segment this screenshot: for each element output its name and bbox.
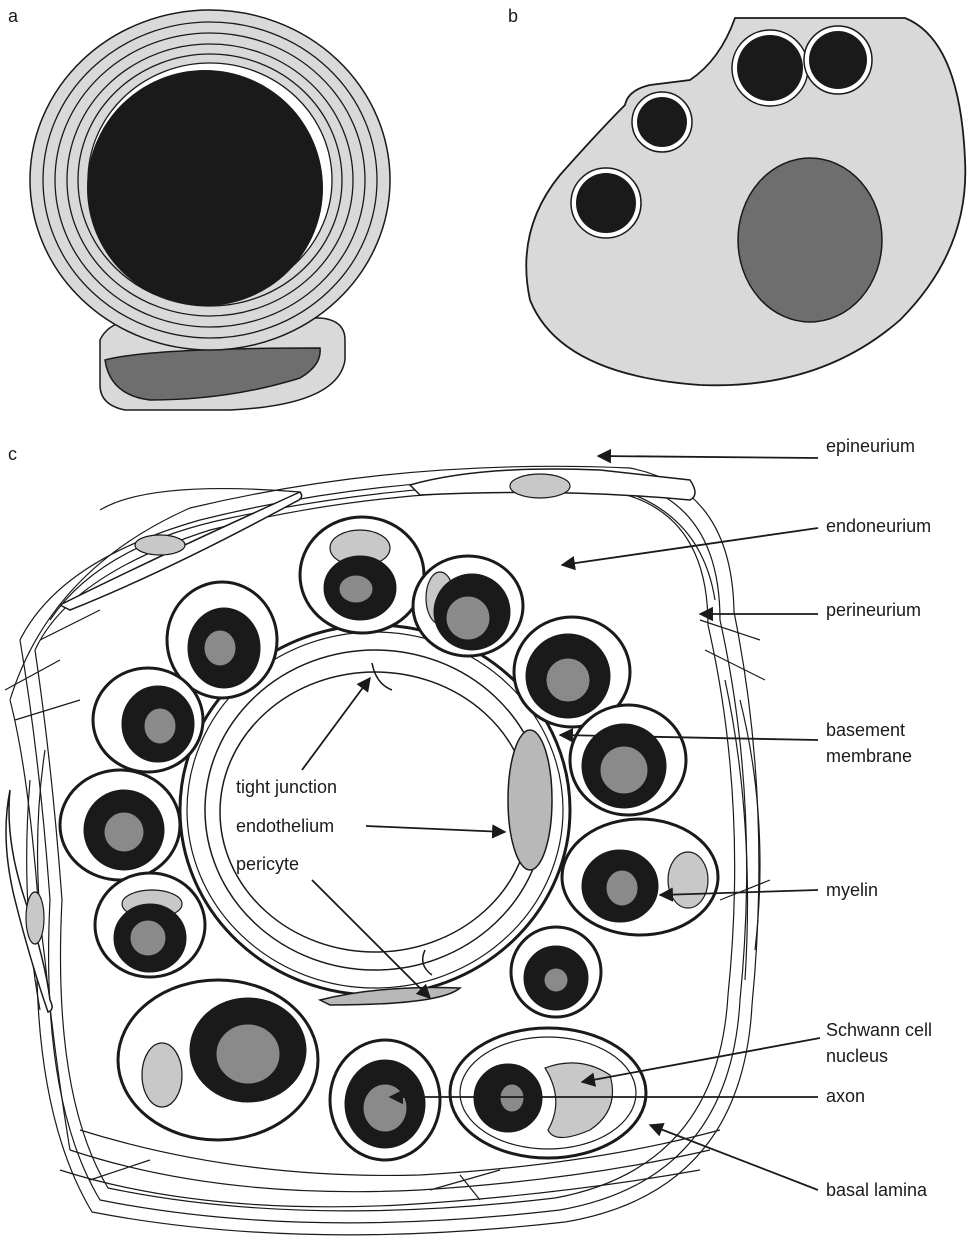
panel-a-myelinated-fiber	[30, 10, 390, 410]
label-schwann-cell: Schwann cell	[826, 1020, 932, 1040]
axon-b-4	[576, 173, 636, 233]
panel-b-unmyelinated-fiber	[526, 18, 965, 385]
axon-b-3	[637, 97, 687, 147]
label-basal-lamina: basal lamina	[826, 1180, 928, 1200]
label-basement: basement	[826, 720, 905, 740]
panel-label-a: a	[8, 6, 19, 26]
axon-a	[87, 70, 323, 306]
axon-b-1	[737, 35, 803, 101]
label-axon: axon	[826, 1086, 865, 1106]
endothelial-nucleus	[508, 730, 552, 870]
panel-label-b: b	[508, 6, 518, 26]
label-perineurium: perineurium	[826, 600, 921, 620]
label-pericyte: pericyte	[236, 854, 299, 874]
axon-b-2	[809, 31, 867, 89]
label-myelin: myelin	[826, 880, 878, 900]
label-endothelium: endothelium	[236, 816, 334, 836]
label-tight-junction: tight junction	[236, 777, 337, 797]
label-nucleus: nucleus	[826, 1046, 888, 1066]
label-membrane: membrane	[826, 746, 912, 766]
schwann-nucleus-b	[738, 158, 882, 322]
panel-label-c: c	[8, 444, 17, 464]
label-epineurium: epineurium	[826, 436, 915, 456]
label-endoneurium: endoneurium	[826, 516, 931, 536]
